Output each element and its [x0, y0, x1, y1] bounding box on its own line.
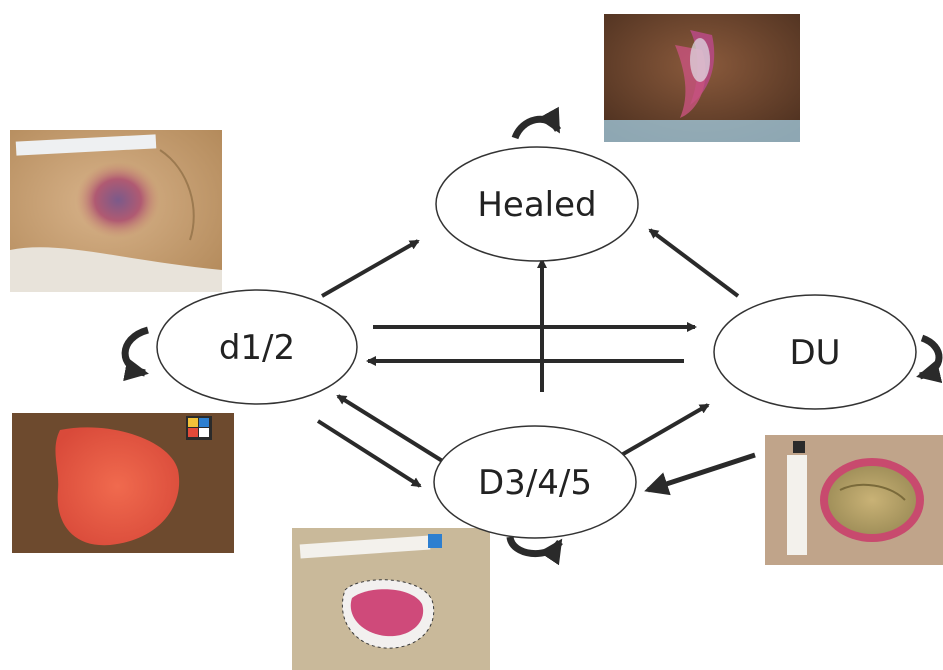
du-wound-photo: [765, 435, 943, 565]
d12-upper-wound-photo: [10, 130, 222, 292]
healed-self-loop-arrow: [515, 119, 558, 138]
du-self-loop-arrow: [920, 338, 939, 376]
node-healed-label: Healed: [477, 185, 596, 225]
d345-wound-photo: [292, 528, 490, 670]
node-du: DU: [714, 295, 916, 409]
arrow-d345-to-du: [618, 405, 708, 457]
node-d12: d1/2: [157, 290, 357, 404]
healed-wound-photo: [604, 14, 800, 142]
d12-self-loop-arrow: [125, 330, 148, 373]
node-healed: Healed: [436, 147, 638, 261]
node-d12-label: d1/2: [219, 328, 295, 368]
node-du-label: DU: [789, 333, 840, 373]
d12-lower-wound-photo: [12, 413, 234, 553]
node-d345-label: D3/4/5: [478, 463, 592, 503]
arrow-du-to-healed: [650, 230, 738, 296]
arrow-du-to-d345: [648, 455, 755, 490]
d345-self-loop-arrow: [510, 537, 560, 554]
arrow-d12-to-d345: [318, 421, 420, 486]
node-d345: D3/4/5: [434, 426, 636, 538]
arrow-d12-to-healed: [322, 241, 418, 296]
arrow-d345-to-d12: [338, 396, 444, 462]
